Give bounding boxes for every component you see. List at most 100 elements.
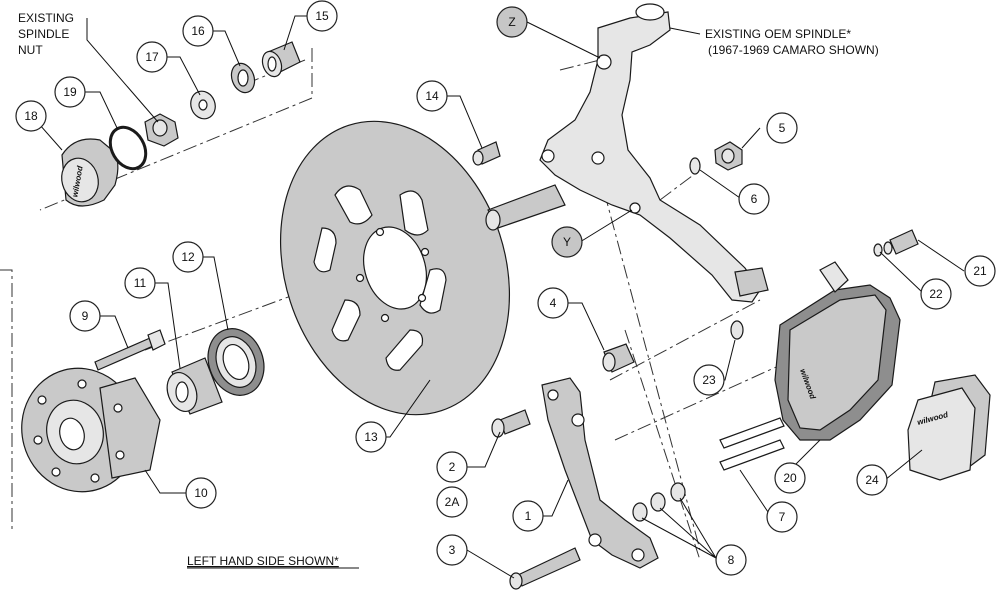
svg-text:14: 14 <box>425 89 439 103</box>
svg-text:23: 23 <box>702 373 716 387</box>
callout-10: 10 <box>185 477 217 509</box>
callout-15: 15 <box>306 0 338 32</box>
callout-7: 7 <box>766 501 798 533</box>
leader-z <box>526 21 601 59</box>
wheel-stud-part-9 <box>94 329 166 371</box>
svg-text:7: 7 <box>779 510 786 524</box>
svg-text:12: 12 <box>181 250 195 264</box>
svg-text:16: 16 <box>191 24 205 38</box>
spindle-nut-part <box>144 113 179 147</box>
washer-part-22 <box>873 243 883 257</box>
phantom-line-spindle-vertical <box>584 119 701 551</box>
svg-text:EXISTING OEM SPINDLE*: EXISTING OEM SPINDLE* <box>705 27 851 41</box>
leader-22 <box>879 251 923 293</box>
svg-text:Y: Y <box>563 235 571 249</box>
svg-text:6: 6 <box>751 192 758 206</box>
svg-text:11: 11 <box>134 276 147 290</box>
note-existing-oem-spindle: EXISTING OEM SPINDLE* (1967-1969 CAMARO … <box>705 27 879 57</box>
washer-part-6 <box>689 157 701 175</box>
leader-9 <box>100 315 129 349</box>
callout-5: 5 <box>766 112 798 144</box>
callout-12: 12 <box>172 241 204 273</box>
callout-2: 2 <box>436 451 468 483</box>
callout-11: 11 <box>124 267 156 299</box>
svg-text:3: 3 <box>449 543 456 557</box>
svg-text:2: 2 <box>449 460 456 474</box>
dust-cap-part-18: wilwood <box>61 138 119 207</box>
callout-21: 21 <box>964 255 996 287</box>
svg-text:1: 1 <box>525 509 532 523</box>
svg-text:24: 24 <box>865 473 879 487</box>
phantom-line-bracket-vertical <box>624 329 701 561</box>
note-left-hand-side: LEFT HAND SIDE SHOWN* <box>187 554 359 569</box>
leader-2 <box>466 431 501 468</box>
svg-text:15: 15 <box>315 9 329 23</box>
callout-9: 9 <box>69 300 101 332</box>
leader-4 <box>567 302 605 351</box>
bolt-part-2 <box>491 409 531 438</box>
caliper-bracket-part-1 <box>541 377 659 569</box>
callout-1: 1 <box>512 500 544 532</box>
callout-22: 22 <box>920 278 952 310</box>
callout-24: 24 <box>856 464 888 496</box>
svg-text:Z: Z <box>508 15 515 29</box>
phantom-line-bracket-axis <box>609 299 761 381</box>
callout-17: 17 <box>136 41 168 73</box>
leader-12 <box>202 256 229 331</box>
leader-3 <box>466 549 515 579</box>
leader-19 <box>84 91 119 131</box>
leader-7 <box>739 469 771 516</box>
svg-text:10: 10 <box>194 486 208 500</box>
callout-14: 14 <box>416 80 448 112</box>
hub-part-10 <box>21 367 161 493</box>
svg-text:8: 8 <box>728 553 735 567</box>
callout-20: 20 <box>774 462 806 494</box>
svg-text:(1967-1969 CAMARO SHOWN): (1967-1969 CAMARO SHOWN) <box>708 43 879 57</box>
callout-z: Z <box>496 6 528 38</box>
svg-text:4: 4 <box>550 296 557 310</box>
phantom-line-upper-axis <box>39 48 313 211</box>
leader-17 <box>166 56 201 96</box>
svg-text:9: 9 <box>82 309 89 323</box>
phantom-line-spindle-top <box>559 59 601 71</box>
leader-14 <box>446 95 483 149</box>
svg-text:19: 19 <box>63 85 77 99</box>
svg-text:SPINDLE: SPINDLE <box>18 27 69 41</box>
leader-15 <box>283 15 308 51</box>
inner-bearing-part-11 <box>166 357 223 415</box>
bearing-part-15 <box>261 41 301 78</box>
phantom-line-left-bracket <box>0 269 13 530</box>
lock-nut-part-5 <box>714 141 743 171</box>
svg-text:21: 21 <box>973 264 987 278</box>
leader-spindle-nut <box>86 18 159 123</box>
callout-6: 6 <box>738 183 770 215</box>
existing-oem-spindle-part <box>485 3 769 303</box>
leader-10 <box>144 469 186 494</box>
svg-text:13: 13 <box>364 430 378 444</box>
svg-text:EXISTING: EXISTING <box>18 11 74 25</box>
leader-16 <box>213 30 241 67</box>
leader-8 <box>641 497 717 559</box>
svg-text:5: 5 <box>779 121 786 135</box>
callout-3: 3 <box>436 534 468 566</box>
leader-y <box>579 209 633 243</box>
svg-text:18: 18 <box>24 109 38 123</box>
caliper-part-20: wilwood <box>774 261 901 441</box>
svg-text:2A: 2A <box>445 495 460 509</box>
callout-19: 19 <box>54 76 86 108</box>
brake-pad-part-24: wilwood <box>907 374 991 481</box>
shims-part-8 <box>632 482 686 522</box>
leader-6 <box>699 169 741 199</box>
rotor-part-13 <box>279 120 511 416</box>
note-existing-spindle-nut: EXISTING SPINDLE NUT <box>18 11 74 57</box>
callout-13: 13 <box>355 421 387 453</box>
callout-16: 16 <box>182 15 214 47</box>
leader-11 <box>154 282 181 369</box>
svg-text:20: 20 <box>783 471 797 485</box>
bolt-part-3 <box>509 547 581 590</box>
callout-8: 8 <box>715 544 747 576</box>
bolt-part-14 <box>472 141 501 166</box>
svg-text:LEFT HAND SIDE SHOWN*: LEFT HAND SIDE SHOWN* <box>187 554 339 568</box>
